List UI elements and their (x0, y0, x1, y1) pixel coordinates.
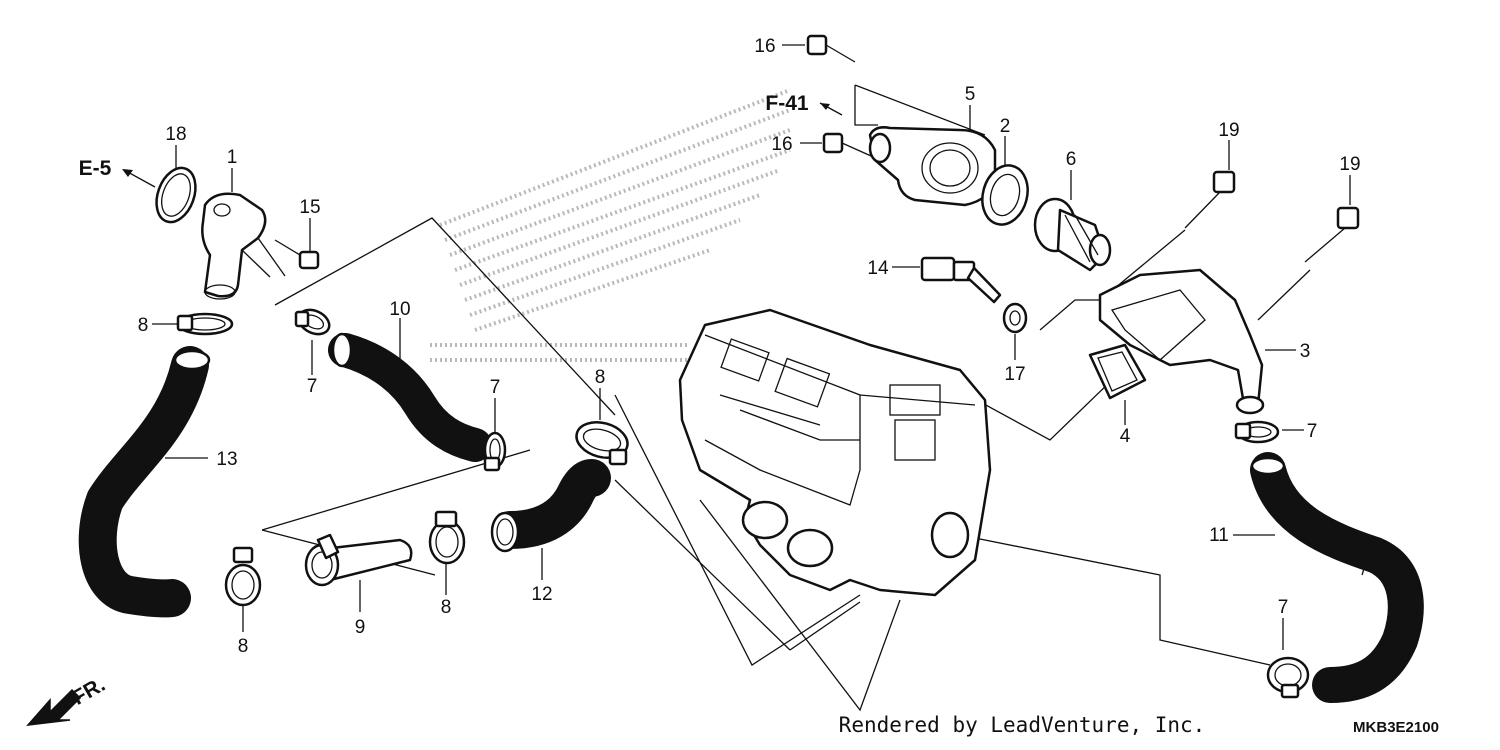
part-16-bolt-top (806, 34, 856, 63)
callout-1: 1 (227, 147, 238, 168)
callout-15: 15 (299, 197, 320, 218)
front-direction-arrow-icon (26, 688, 82, 726)
callout-8-b: 8 (595, 367, 606, 388)
callout-8-a: 8 (138, 315, 149, 336)
callout-2: 2 (1000, 116, 1011, 137)
callout-18: 18 (165, 124, 186, 145)
part-5-thermostat-cover (868, 126, 997, 207)
reference-e5: E-5 (79, 157, 112, 180)
watermark-wing (430, 88, 791, 362)
diagram-code: MKB3E2100 (1353, 719, 1439, 736)
callout-9: 9 (355, 617, 366, 638)
part-10-hose (328, 332, 492, 462)
callout-3: 3 (1300, 341, 1311, 362)
callout-16-a: 16 (754, 36, 775, 57)
callout-19-a: 19 (1218, 120, 1239, 141)
part-7-clamp-right (1234, 420, 1280, 444)
part-2-seal (981, 164, 1029, 226)
callout-7-c: 7 (1307, 421, 1318, 442)
part-8-clamp-bottom-mid (428, 510, 466, 565)
callout-7-a: 7 (307, 376, 318, 397)
part-4-gasket (1088, 343, 1147, 400)
part-6-thermostat (1033, 197, 1112, 272)
part-11-hose (1250, 452, 1424, 703)
part-15-bolt (274, 239, 320, 270)
callout-19-b: 19 (1339, 154, 1360, 175)
callout-7-b: 7 (490, 377, 501, 398)
part-13-hose (78, 346, 211, 618)
part-8-clamp-bottom-left (224, 546, 262, 607)
callout-8-d: 8 (441, 597, 452, 618)
part-8-clamp-left (176, 312, 234, 336)
e5-arrow-icon (122, 169, 156, 188)
callouts: 1 2 3 4 5 6 7 7 7 7 8 8 8 8 9 10 11 12 1… (138, 36, 1361, 657)
part-14-temp-sensor (920, 256, 1002, 304)
part-7-clamp-bottom-right (1266, 656, 1310, 699)
callout-13: 13 (216, 449, 237, 470)
reference-f41: F-41 (765, 92, 809, 115)
callout-7-d: 7 (1278, 597, 1289, 618)
callout-14: 14 (867, 258, 889, 279)
part-12-hose (490, 459, 611, 553)
callout-10: 10 (389, 299, 410, 320)
callout-4: 4 (1120, 426, 1131, 447)
part-7-clamp-a (294, 308, 331, 336)
callout-6: 6 (1066, 149, 1077, 170)
callout-17: 17 (1004, 364, 1025, 385)
render-credit: Rendered by LeadVenture, Inc. (839, 713, 1206, 737)
callout-16-b: 16 (771, 134, 792, 155)
part-engine-cylinder-head (678, 308, 992, 597)
callout-12: 12 (531, 584, 552, 605)
part-19-bolt-b (1304, 206, 1360, 263)
part-7-clamp-b (483, 431, 507, 472)
part-19-bolt-a (1184, 170, 1236, 229)
part-3-thermostat-housing (1098, 268, 1265, 415)
callout-11: 11 (1209, 525, 1229, 546)
part-17-washer (1002, 302, 1028, 334)
part-9-pipe (304, 533, 413, 587)
part-18-o-ring (155, 166, 197, 224)
callout-5: 5 (965, 84, 976, 105)
callout-8-c: 8 (238, 636, 249, 657)
part-1-water-outlet (201, 192, 286, 300)
part-8-clamp-mid (575, 421, 629, 466)
